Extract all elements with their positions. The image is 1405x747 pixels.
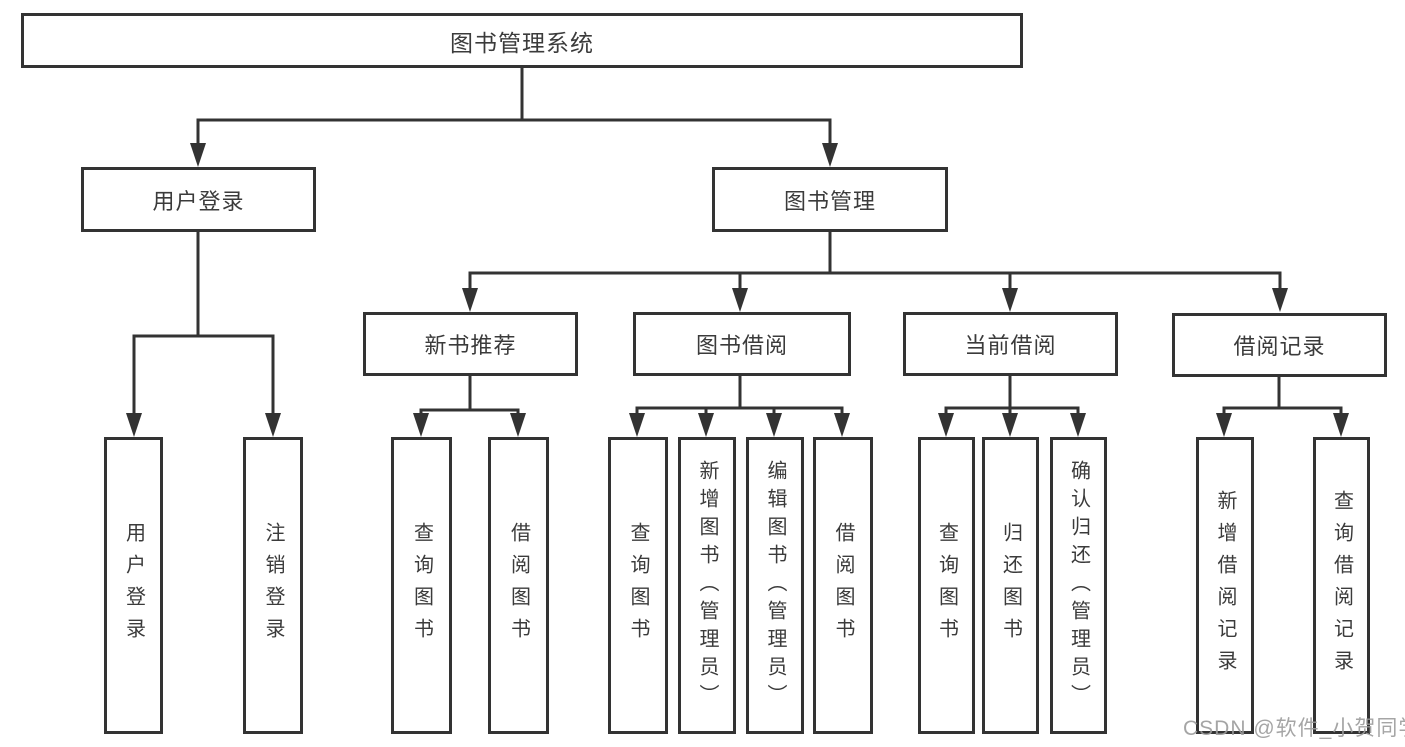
leaf-borrow-books-label: 借阅图书 (832, 521, 854, 650)
connector-borrow-records-children (1216, 375, 1349, 437)
leaf-return-book-label: 归还图书 (999, 521, 1022, 650)
leaf-add-book-admin-label: 新增图书（管理员） (696, 459, 718, 712)
leaf-borrow-books-recommend-label: 借阅图书 (507, 521, 530, 650)
connector-book-borrow-children (629, 374, 850, 437)
leaf-search-books-borrow-label: 查询图书 (627, 521, 649, 650)
leaf-borrow-books-recommend: 借阅图书 (488, 437, 549, 734)
leaf-search-borrow-record: 查询借阅记录 (1313, 437, 1370, 734)
connector-root-to-level2 (190, 66, 838, 167)
leaf-edit-book-admin-label: 编辑图书（管理员） (764, 459, 786, 712)
leaf-search-books-recommend: 查询图书 (391, 437, 452, 734)
node-book-management: 图书管理 (712, 167, 948, 232)
leaf-search-books-recommend-label: 查询图书 (410, 521, 433, 650)
node-current-borrow: 当前借阅 (903, 312, 1118, 376)
leaf-user-login: 用户登录 (104, 437, 163, 734)
leaf-add-book-admin: 新增图书（管理员） (678, 437, 736, 734)
connector-current-borrow-children (938, 374, 1086, 437)
watermark: CSDN @软件_小贺同学 (1183, 717, 1405, 740)
leaf-user-login-label: 用户登录 (122, 521, 145, 650)
leaf-search-books-borrow: 查询图书 (608, 437, 668, 734)
node-book-borrow: 图书借阅 (633, 312, 851, 376)
leaf-return-book: 归还图书 (982, 437, 1039, 734)
leaf-confirm-return-admin-label: 确认归还（管理员） (1067, 459, 1090, 712)
node-user-login: 用户登录 (81, 167, 316, 232)
leaf-logout: 注销登录 (243, 437, 303, 734)
leaf-search-borrow-record-label: 查询借阅记录 (1330, 489, 1353, 682)
node-borrow-records: 借阅记录 (1172, 313, 1387, 377)
leaf-search-books-current: 查询图书 (918, 437, 975, 734)
leaf-edit-book-admin: 编辑图书（管理员） (746, 437, 804, 734)
connector-user-login-children (126, 230, 281, 437)
node-library-management-system: 图书管理系统 (21, 13, 1023, 68)
leaf-search-books-current-label: 查询图书 (935, 521, 958, 650)
leaf-logout-label: 注销登录 (262, 521, 284, 650)
node-new-book-recommend: 新书推荐 (363, 312, 578, 376)
leaf-confirm-return-admin: 确认归还（管理员） (1050, 437, 1107, 734)
connector-new-book-recommend-children (413, 374, 526, 437)
leaf-add-borrow-record: 新增借阅记录 (1196, 437, 1254, 734)
leaf-add-borrow-record-label: 新增借阅记录 (1214, 489, 1236, 682)
leaf-borrow-books: 借阅图书 (813, 437, 873, 734)
connector-book-management-children (462, 230, 1288, 312)
